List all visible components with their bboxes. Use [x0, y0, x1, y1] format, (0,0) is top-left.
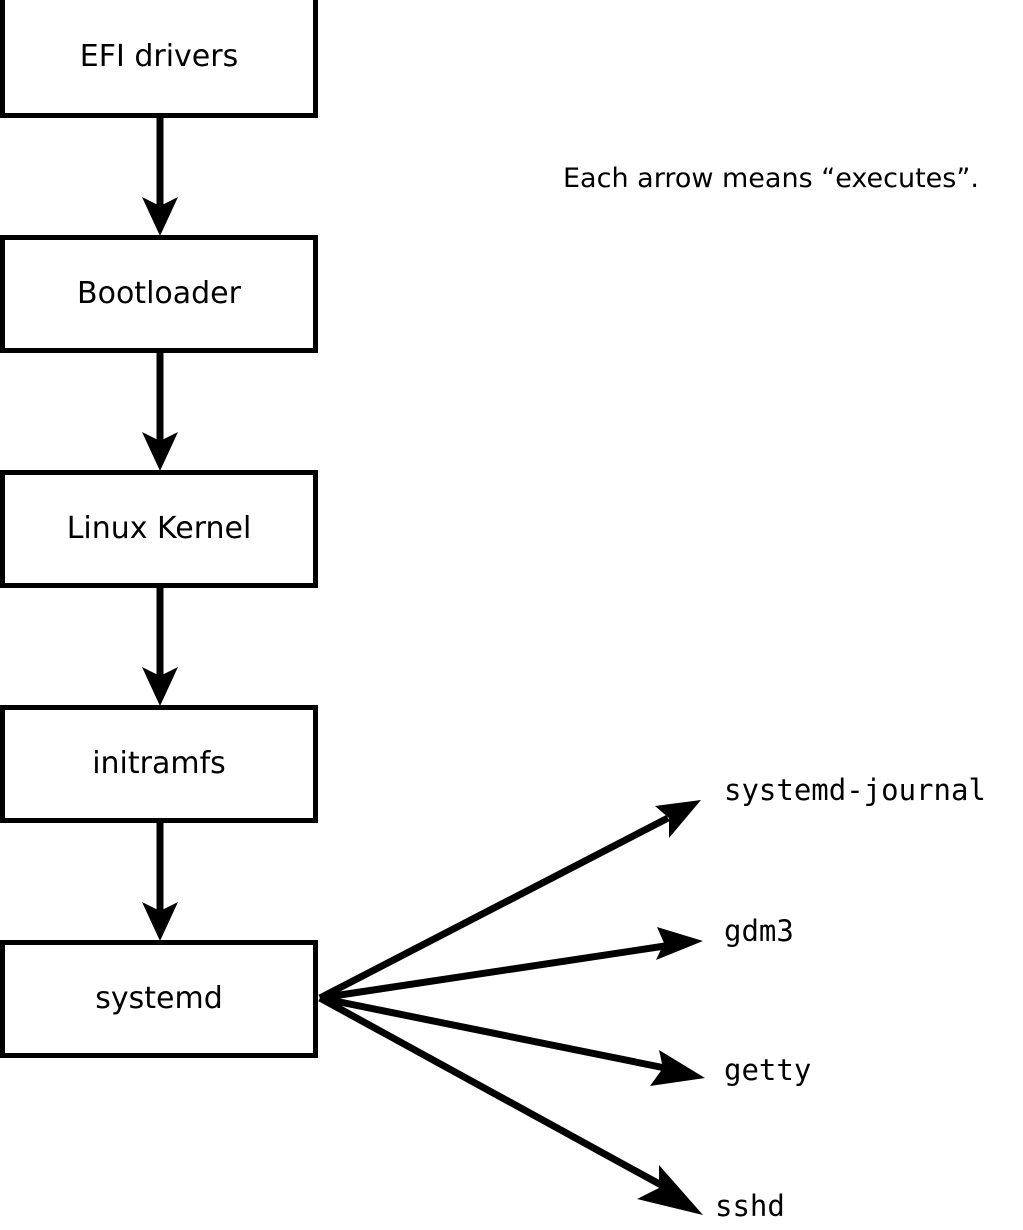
- arrow-bootloader-to-linux-kernel: [142, 353, 178, 471]
- arrow-systemd-to-getty: [319, 994, 705, 1086]
- leaf-label-sshd: sshd: [715, 1189, 785, 1223]
- leaf-label-gdm3: gdm3: [724, 914, 794, 948]
- arrow-systemd-to-sshd: [318, 994, 703, 1215]
- arrow-linux-kernel-to-initramfs: [142, 588, 178, 706]
- process-box-bootloader: Bootloader: [0, 235, 318, 353]
- leaf-label-systemd-journal: systemd-journal: [724, 773, 986, 807]
- process-box-efi-drivers: EFI drivers: [0, 0, 318, 118]
- process-box-label: EFI drivers: [79, 38, 239, 74]
- arrow-systemd-to-gdm3: [319, 927, 703, 1002]
- arrow-initramfs-to-systemd: [142, 823, 178, 941]
- arrow-efi-drivers-to-bootloader: [142, 118, 178, 236]
- process-box-label: Bootloader: [77, 276, 241, 311]
- process-box-initramfs: initramfs: [0, 705, 318, 823]
- process-box-label: initramfs: [92, 746, 226, 781]
- process-box-linux-kernel: Linux Kernel: [0, 470, 318, 588]
- arrow-systemd-to-systemd-journal: [318, 800, 701, 1002]
- process-box-label: Linux Kernel: [66, 511, 252, 546]
- leaf-label-getty: getty: [724, 1053, 812, 1087]
- process-box-label: systemd: [95, 981, 223, 1016]
- process-box-systemd: systemd: [0, 940, 318, 1058]
- diagram-caption: Each arrow means “executes”.: [563, 163, 979, 194]
